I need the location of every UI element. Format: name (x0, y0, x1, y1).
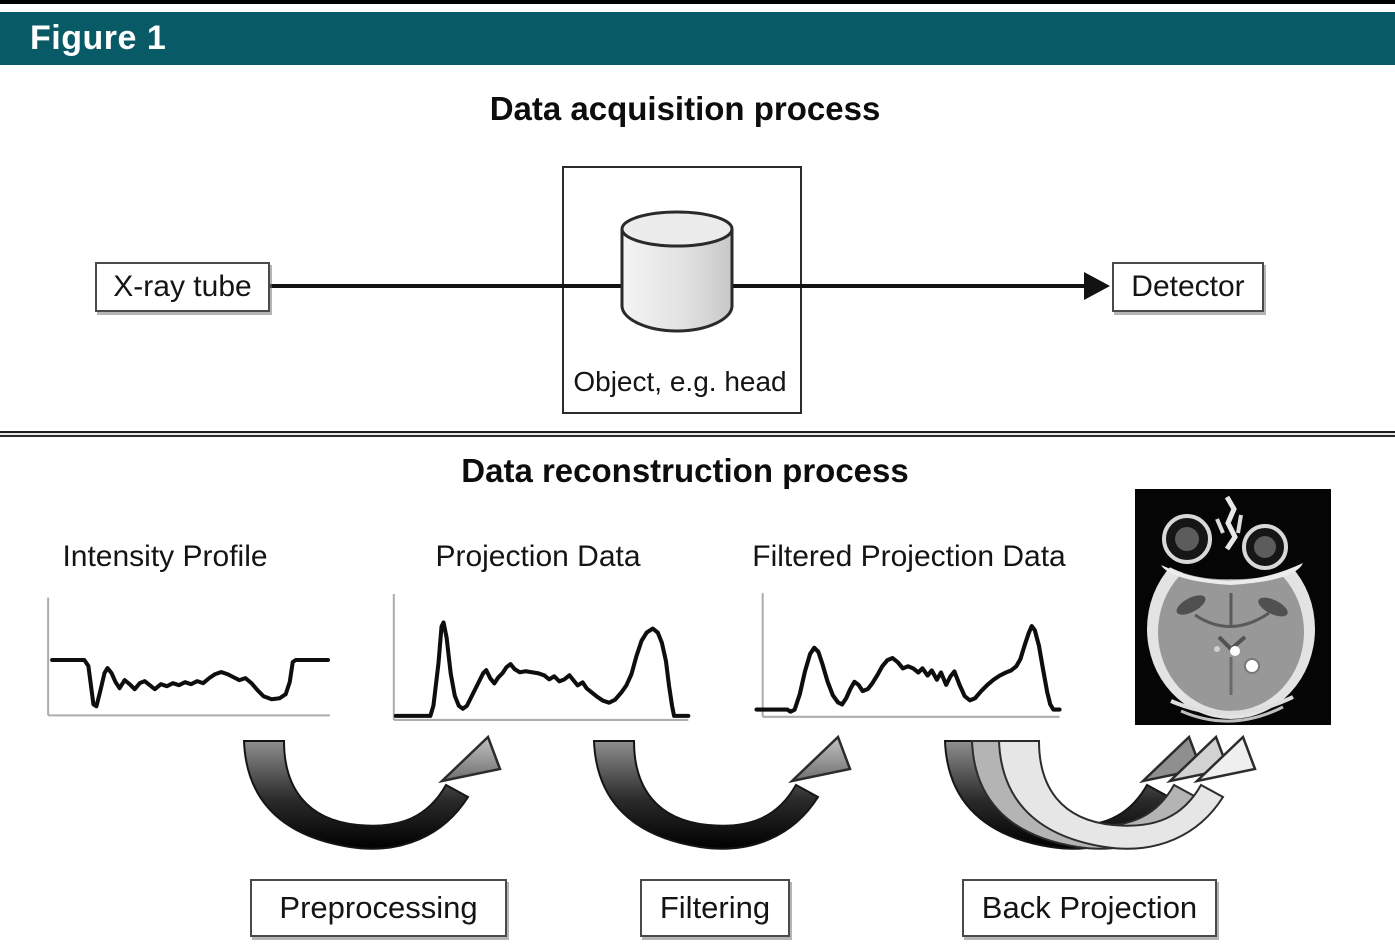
projection-data-chart (392, 594, 691, 721)
cylinder-object-icon (620, 210, 734, 333)
detector-box: Detector (1112, 262, 1264, 312)
back-projection-label: Back Projection (981, 890, 1198, 925)
ct-brain-image (1135, 489, 1331, 725)
xray-beam-arrowhead-icon (1084, 272, 1110, 300)
intensity-profile-chart (47, 597, 330, 717)
curved-arrow-filtering-icon (592, 735, 852, 850)
curved-arrows-back-projection-icon (943, 735, 1257, 850)
projection-data-label: Projection Data (435, 540, 641, 573)
figure-header-bar (0, 12, 1395, 65)
detector-label: Detector (1131, 270, 1245, 303)
filtered-projection-data-chart (754, 593, 1062, 718)
reconstruction-title: Data reconstruction process (461, 452, 909, 489)
top-rule (0, 0, 1395, 4)
section-divider (0, 431, 1395, 437)
object-container-box (562, 166, 802, 414)
acquisition-title: Data acquisition process (489, 90, 881, 127)
filtering-box: Filtering (640, 879, 790, 937)
xray-tube-label: X-ray tube (113, 270, 252, 303)
filtering-label: Filtering (659, 890, 771, 925)
filtered-projection-data-label: Filtered Projection Data (752, 540, 1066, 573)
intensity-profile-label: Intensity Profile (62, 540, 268, 573)
object-caption: Object, e.g. head (573, 366, 787, 397)
preprocessing-box: Preprocessing (250, 879, 507, 937)
xray-tube-box: X-ray tube (95, 262, 270, 312)
figure-label: Figure 1 (30, 19, 167, 57)
curved-arrow-preprocessing-icon (242, 735, 502, 850)
back-projection-box: Back Projection (962, 879, 1217, 937)
preprocessing-label: Preprocessing (279, 890, 478, 925)
